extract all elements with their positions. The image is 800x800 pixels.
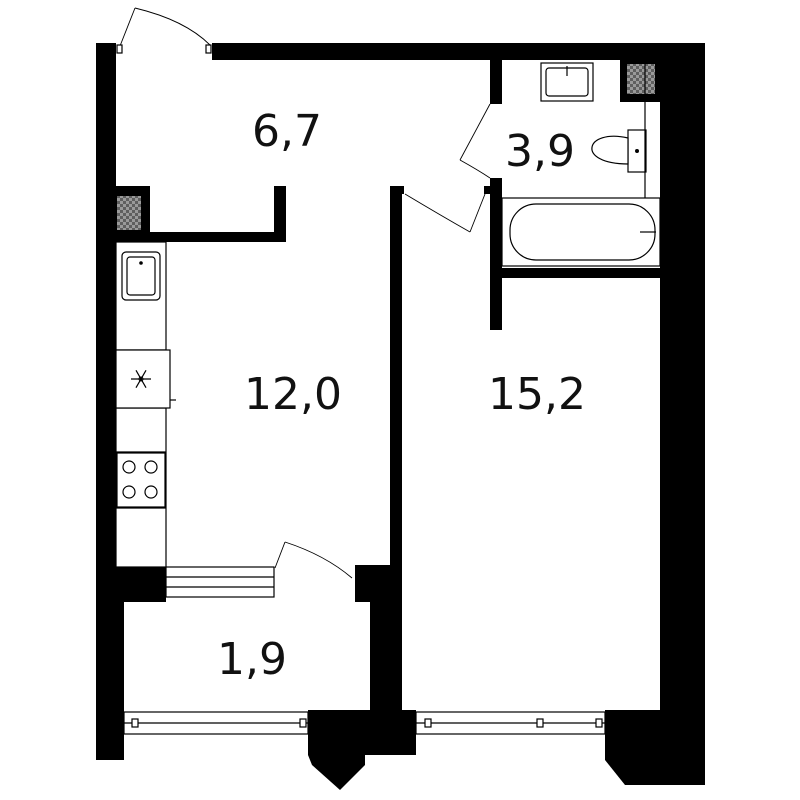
outer-walls (96, 43, 705, 790)
balcony-door (165, 541, 353, 598)
toilet-icon (591, 129, 647, 173)
living-room-window (415, 711, 606, 735)
kitchen-area-label: 12,0 (244, 369, 342, 420)
snowflake-icon (131, 370, 151, 388)
washbasin-icon (540, 62, 594, 102)
hall-area-label: 6,7 (252, 106, 322, 157)
fridge (115, 349, 176, 409)
bathtub-icon (501, 197, 661, 267)
vent-shaft-bathroom (620, 60, 660, 102)
stove-icon (116, 452, 166, 508)
balcony-area-label: 1,9 (217, 634, 287, 685)
bathroom-door (459, 103, 491, 179)
balcony-window (123, 711, 309, 735)
living-room-door (404, 193, 486, 233)
internal-walls (116, 60, 660, 710)
entrance-door (116, 7, 212, 54)
vent-shaft-hall (110, 186, 150, 242)
bathroom-area-label: 3,9 (505, 126, 575, 177)
living-room-area-label: 15,2 (488, 369, 586, 420)
sink-icon (121, 251, 161, 301)
